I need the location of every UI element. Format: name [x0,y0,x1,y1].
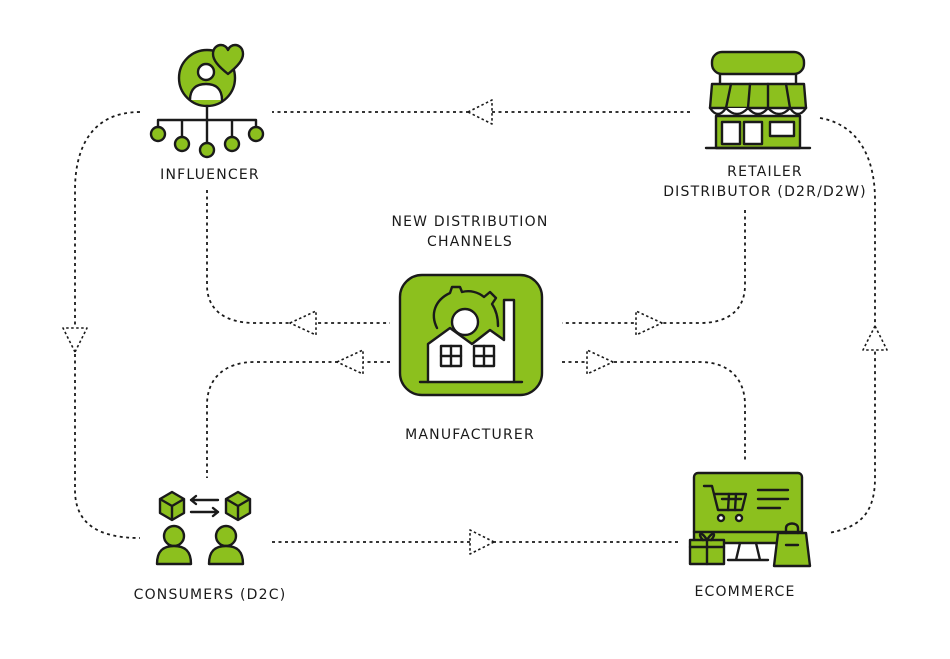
flow-manufacturer-to-consumers [206,361,390,478]
center-title-line-2: CHANNELS [427,234,513,250]
factory-icon [398,273,544,397]
influencer-label-line-1: INFLUENCER [160,167,260,183]
arrow-to-ecommerce [586,349,614,375]
consumers-label: CONSUMERS (D2C) [115,585,305,605]
arrow-into-manufacturer-left [289,310,317,336]
arrow-into-manufacturer-right [635,310,663,336]
arrow-down-left [62,327,88,353]
ecommerce-label-line-1: ECOMMERCE [694,584,796,600]
retailer-label-line-1: RETAILER [727,164,803,180]
manufacturer-label-line-1: MANUFACTURER [405,427,535,443]
retailer-label-line-2: DISTRIBUTOR (D2R/D2W) [663,184,867,200]
arrow-to-consumers [336,349,364,375]
ecommerce-icon [688,471,812,568]
flow-influencer-to-manufacturer [206,190,390,324]
flow-manufacturer-to-ecommerce [562,361,746,462]
influencer-label: INFLUENCER [140,165,280,185]
flow-outer-right [819,117,876,534]
ecommerce-label: ECOMMERCE [670,582,820,602]
store-icon [704,50,812,150]
arrow-right-bottom [469,529,495,555]
influencer-icon [149,43,265,159]
arrow-up-right [862,325,888,351]
center-title: NEW DISTRIBUTION CHANNELS [370,212,570,252]
manufacturer-label: MANUFACTURER [380,425,560,445]
arrow-left-top [467,99,493,125]
retailer-label: RETAILER DISTRIBUTOR (D2R/D2W) [650,162,880,202]
flow-outer-left [74,111,141,539]
consumers-icon [155,490,252,566]
consumers-label-line-1: CONSUMERS (D2C) [133,587,287,603]
center-title-line-1: NEW DISTRIBUTION [391,214,549,230]
flow-retailer-to-manufacturer [562,210,746,324]
